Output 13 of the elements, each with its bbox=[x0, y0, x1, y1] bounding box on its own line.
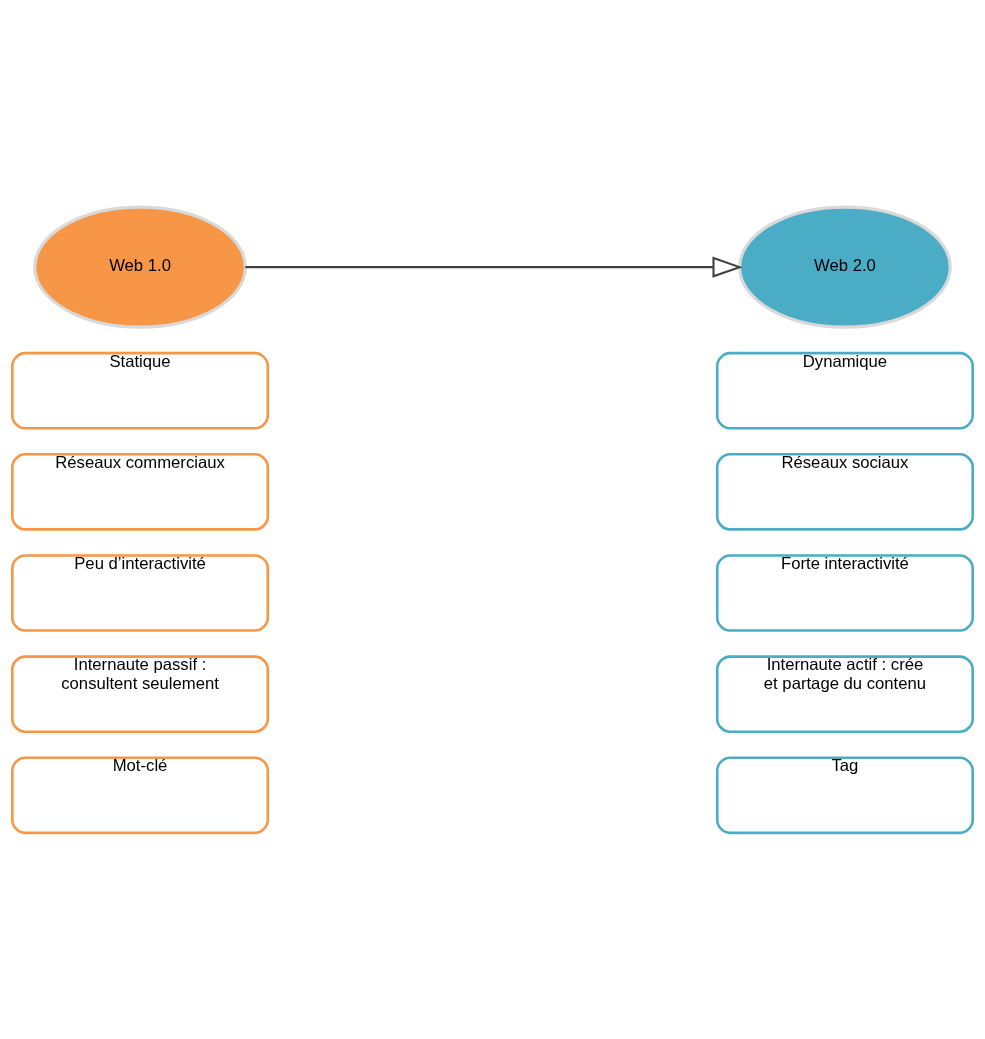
node-ellipse: Web 2.0 bbox=[738, 205, 952, 329]
arrow bbox=[245, 256, 743, 278]
node-box: Réseaux commerciaux bbox=[11, 452, 270, 531]
node-box: Internaute passif : consultent seulement bbox=[11, 654, 270, 733]
node-box: Mot-clé bbox=[11, 755, 270, 834]
node-box: Peu d’interactivité bbox=[11, 553, 270, 632]
node-box: Tag bbox=[715, 755, 974, 834]
node-box: Dynamique bbox=[715, 351, 974, 430]
node-box: Internaute actif : crée et partage du contenu bbox=[715, 654, 974, 733]
node-box: Réseaux sociaux bbox=[715, 452, 974, 531]
node-box: Statique bbox=[11, 351, 270, 430]
node-ellipse: Web 1.0 bbox=[33, 205, 247, 329]
node-box: Forte interactivité bbox=[715, 553, 974, 632]
